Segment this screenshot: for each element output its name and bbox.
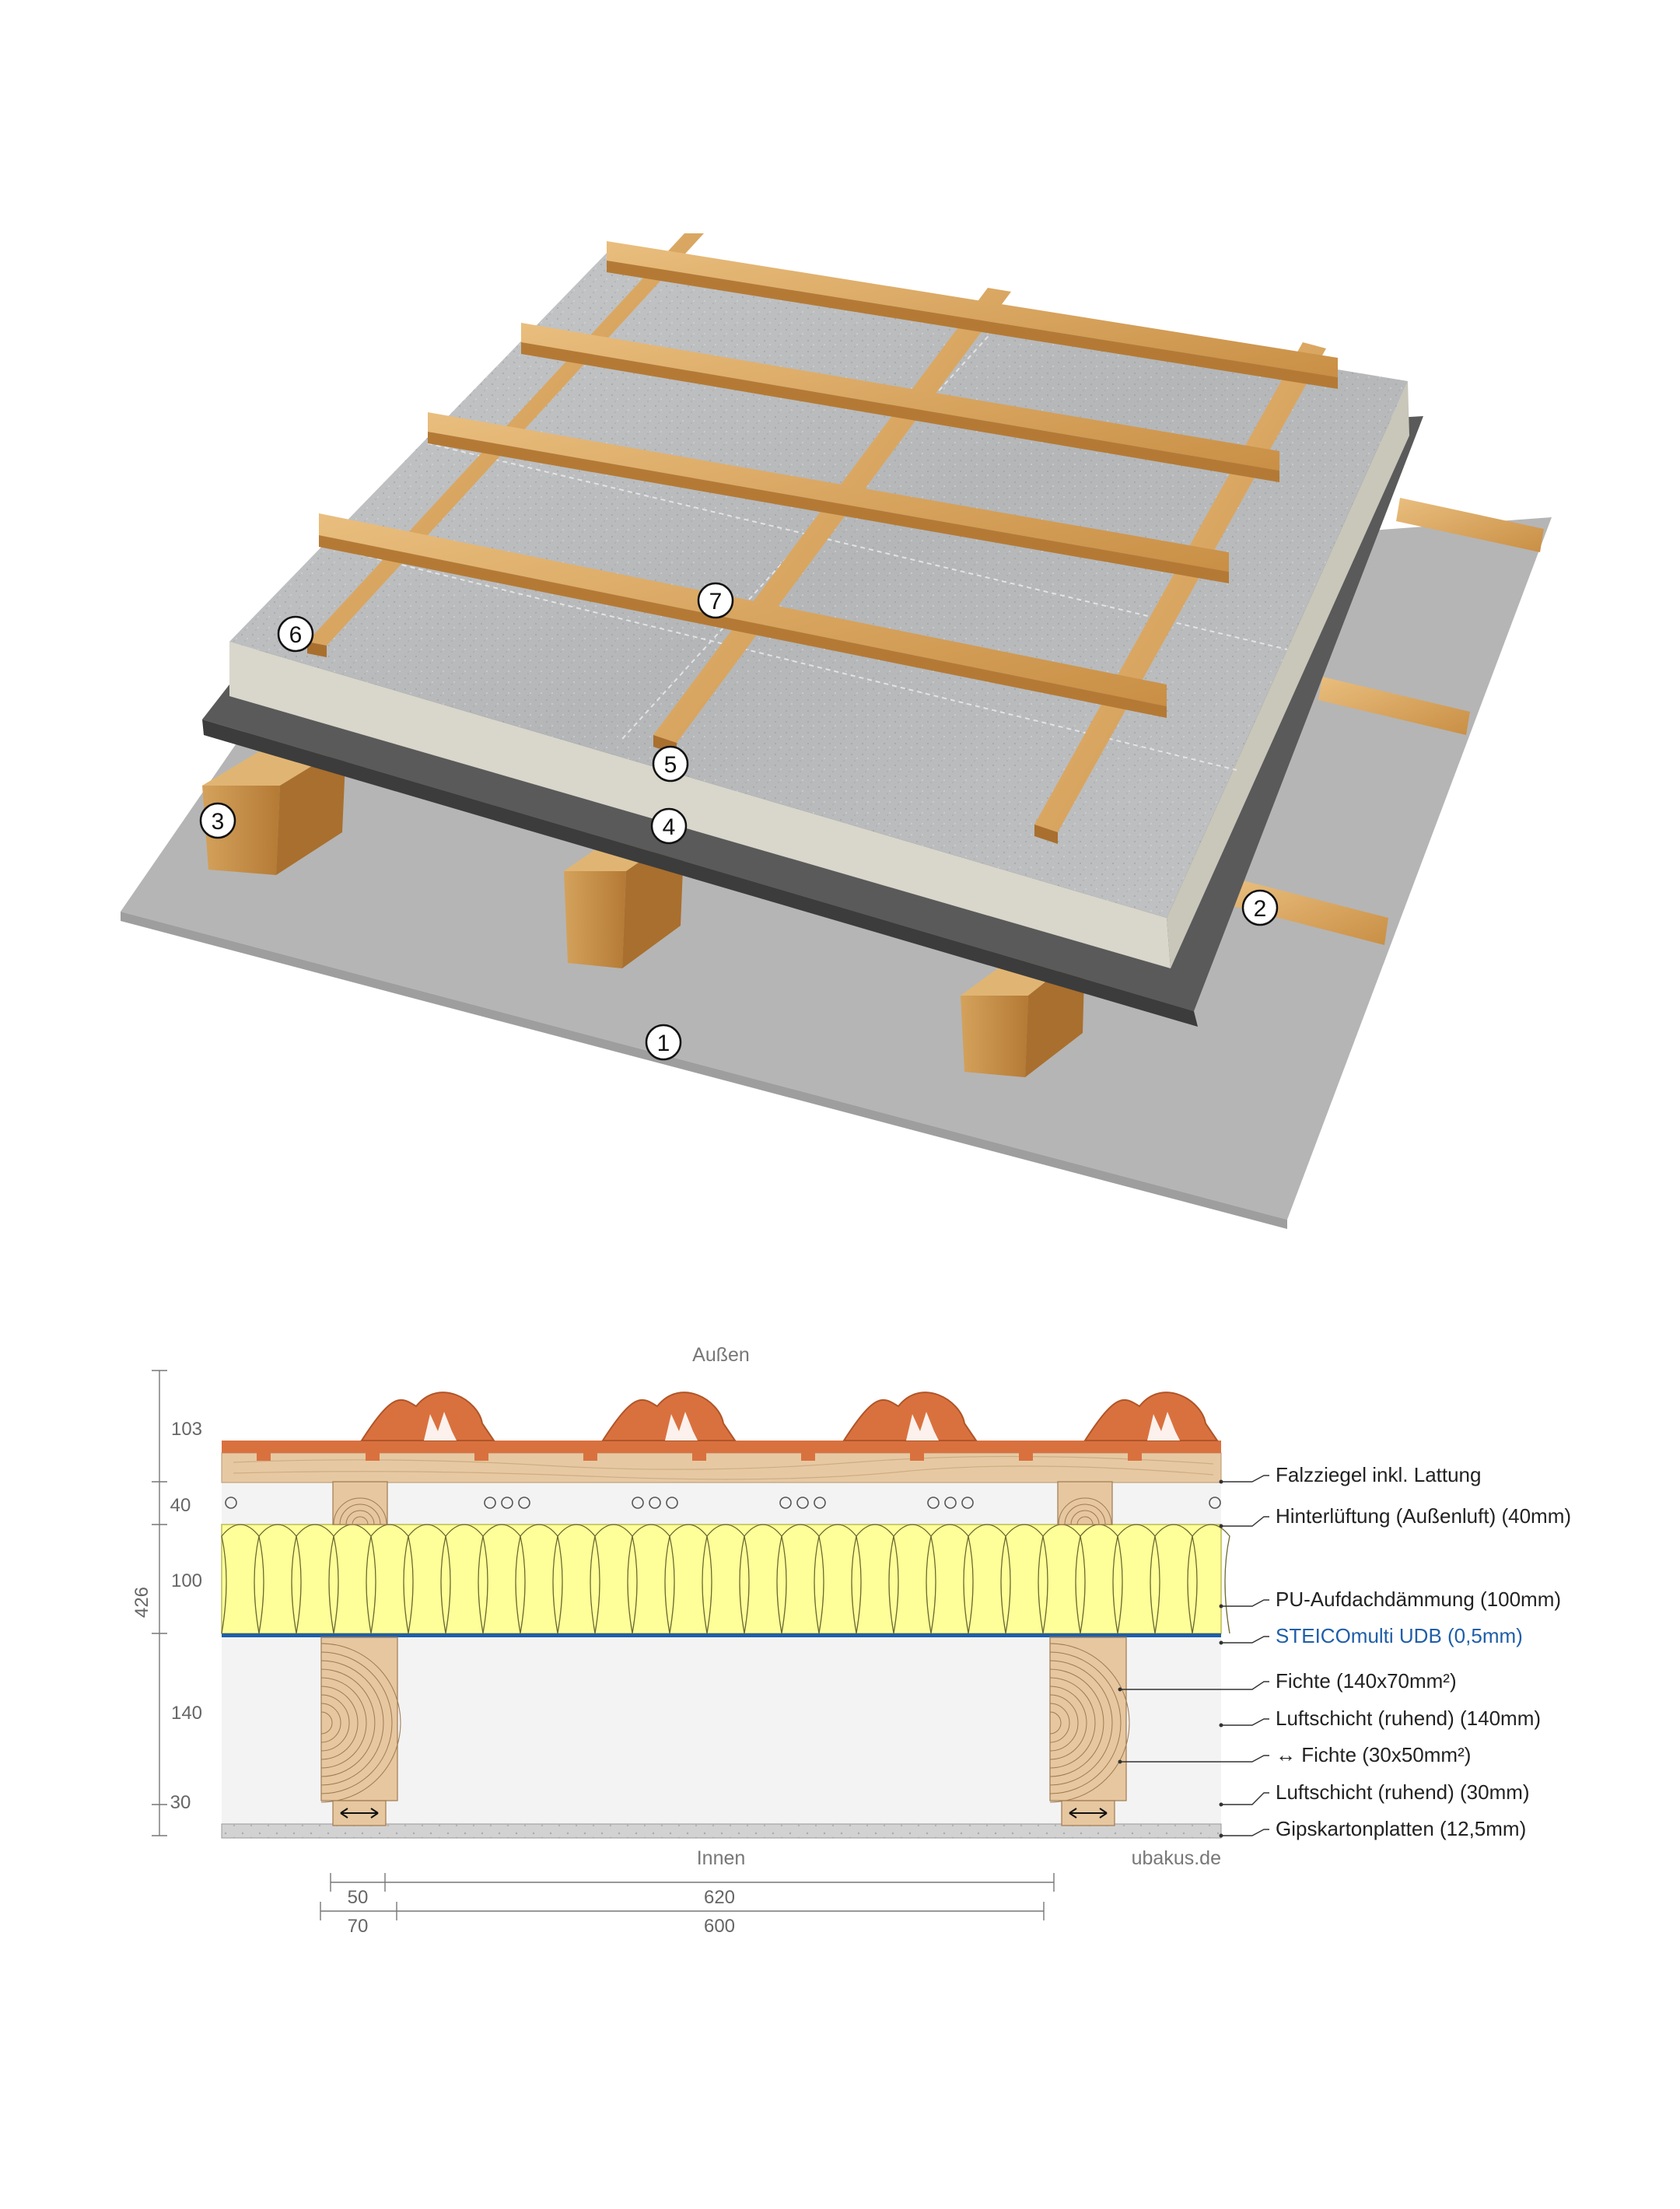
- lower-batten-section-1: [332, 1800, 387, 1826]
- left-dimension-scale: [152, 1370, 167, 1836]
- insulation-board-edge-side: [1167, 381, 1409, 968]
- ventilation-gap: [222, 1482, 1221, 1525]
- svg-text:1: 1: [657, 1031, 670, 1056]
- arrow-icon: [1069, 1808, 1108, 1819]
- lower-batten-section-2: [1061, 1800, 1115, 1826]
- dim-70: 70: [348, 1916, 369, 1937]
- rafter-section-2: [1049, 1637, 1130, 1803]
- batten-layer: [221, 1452, 1222, 1483]
- outside-label: Außen: [692, 1344, 750, 1366]
- dim-140: 140: [171, 1703, 202, 1724]
- svg-text:4: 4: [663, 814, 676, 840]
- brand-label: ubakus.de: [1132, 1847, 1221, 1869]
- callout-2: 2: [1241, 889, 1279, 926]
- dim-total: 426: [131, 1587, 152, 1618]
- gypsum-layer: [221, 1823, 1222, 1839]
- cross-section: Außen Falzziegel inkl. LattungHinterlüft…: [131, 1344, 1571, 1937]
- svg-text:2: 2: [1254, 896, 1267, 922]
- counter-batten-section-2: [1057, 1481, 1113, 1525]
- layer-label-9: Gipskartonplatten (12,5mm): [1276, 1817, 1526, 1840]
- callout-7: 7: [697, 582, 734, 619]
- dim-620: 620: [704, 1887, 735, 1908]
- svg-text:5: 5: [664, 752, 677, 778]
- bottom-dimension-scale: [320, 1873, 1055, 1920]
- layer-label-2: Hinterlüftung (Außenluft) (40mm): [1276, 1504, 1571, 1528]
- dim-103: 103: [171, 1419, 202, 1440]
- batten-back-2: [1318, 677, 1470, 735]
- membrane-layer: [222, 1633, 1221, 1637]
- arrow-icon: [340, 1808, 379, 1819]
- callout-3: 3: [199, 802, 236, 839]
- layer-label-7: ↔ Fichte (30x50mm²): [1276, 1743, 1471, 1766]
- callout-1: 1: [645, 1024, 682, 1061]
- callout-5: 5: [652, 745, 689, 782]
- layer-label-5: Fichte (140x70mm²): [1276, 1669, 1457, 1693]
- layer-label-8: Luftschicht (ruhend) (30mm): [1276, 1780, 1530, 1804]
- dim-600: 600: [704, 1916, 735, 1937]
- insulation-board-edge-front: [229, 642, 1171, 968]
- layer-label-6: Luftschicht (ruhend) (140mm): [1276, 1707, 1541, 1730]
- tile-base: [222, 1441, 1221, 1453]
- isometric-view: 1 2 3 4 5 6 7: [121, 233, 1552, 1229]
- layer-label-4: STEICOmulti UDB (0,5mm): [1276, 1624, 1523, 1647]
- tile-crest-4: [1083, 1392, 1219, 1441]
- tile-batten-1: [607, 241, 1338, 389]
- tile-crest-3: [842, 1392, 978, 1441]
- svg-text:7: 7: [709, 589, 723, 614]
- inside-label: Innen: [697, 1847, 746, 1869]
- layer-label-3: PU-Aufdachdämmung (100mm): [1276, 1588, 1561, 1611]
- svg-text:6: 6: [289, 622, 303, 648]
- svg-text:3: 3: [212, 809, 225, 835]
- tile-batten-2: [521, 323, 1279, 482]
- tile-crest-1: [360, 1392, 495, 1441]
- batten-back-1: [1396, 498, 1544, 552]
- dim-40: 40: [170, 1495, 191, 1516]
- layer-label-1: Falzziegel inkl. Lattung: [1276, 1463, 1481, 1486]
- tile-crest-2: [601, 1392, 737, 1441]
- callout-6: 6: [277, 615, 314, 653]
- dim-30: 30: [170, 1792, 191, 1813]
- counter-batten-section-1: [332, 1481, 388, 1525]
- dim-100: 100: [171, 1570, 202, 1591]
- callout-4: 4: [650, 807, 688, 845]
- tile-batten-4: [319, 513, 1167, 718]
- rafter-section-1: [320, 1637, 401, 1803]
- roof-tiles: [222, 1392, 1221, 1461]
- pu-insulation-layer: [221, 1524, 1222, 1634]
- dim-50: 50: [348, 1887, 369, 1908]
- tile-batten-3: [428, 412, 1229, 583]
- insulation-hatch: [221, 1524, 1230, 1634]
